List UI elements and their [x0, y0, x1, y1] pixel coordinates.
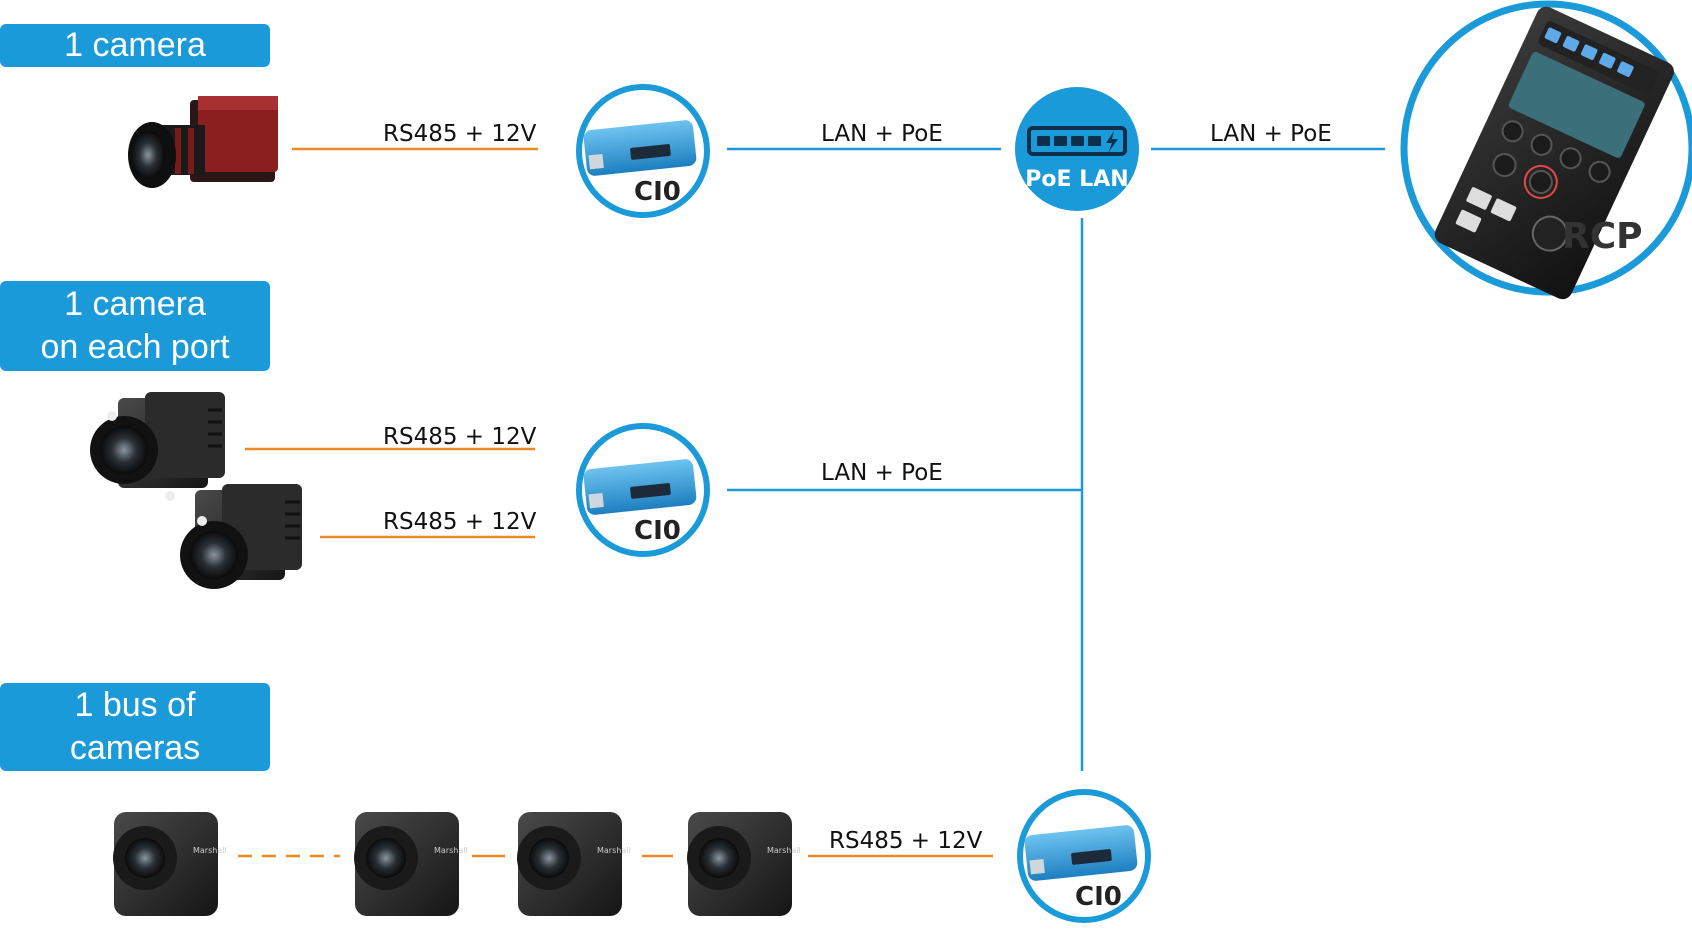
link-label-network: LAN + PoE [821, 460, 943, 486]
link-label-network: LAN + PoE [821, 121, 943, 147]
industrial-camera-red [128, 96, 278, 188]
switch-label: PoE LAN [1025, 167, 1128, 192]
industrial-camera-black [180, 484, 302, 589]
section-label-text: 1 camera [64, 26, 206, 64]
section-label-bus: 1 bus of cameras [0, 683, 270, 771]
industrial-camera-black [90, 392, 225, 501]
section-label-text: 1 camera [64, 285, 206, 323]
cio-label: CI0 [634, 177, 681, 207]
section-label-text: cameras [69, 729, 201, 767]
marshall-camera: Marshall [354, 812, 468, 916]
link-label-network: LAN + PoE [1210, 121, 1332, 147]
lightning-icon [1106, 131, 1118, 153]
cio-device-2: CI0 [576, 423, 710, 557]
section-label-text: on each port [40, 328, 230, 366]
section-label-text: 1 bus of [74, 686, 196, 724]
marshall-camera: Marshall [113, 812, 227, 916]
rcp-label: RCP [1562, 216, 1643, 257]
link-label-serial: RS485 + 12V [829, 828, 983, 854]
section-label-each-port: 1 camera on each port [0, 281, 270, 371]
marshall-camera: Marshall [517, 812, 631, 916]
port-icon [1037, 136, 1101, 146]
section-label-one-camera: 1 camera [0, 24, 270, 67]
camera-brand-label: Marshall [767, 846, 801, 855]
cio-label: CI0 [634, 516, 681, 546]
cio-label: CI0 [1075, 882, 1122, 912]
cio-device-3: CI0 [1017, 789, 1151, 923]
rcp-device: RCP [1400, 0, 1692, 300]
camera-brand-label: Marshall [434, 846, 468, 855]
camera-brand-label: Marshall [597, 846, 631, 855]
link-label-serial: RS485 + 12V [383, 121, 537, 147]
camera-brand-label: Marshall [193, 846, 227, 855]
marshall-camera: Marshall [687, 812, 801, 916]
link-label-serial: RS485 + 12V [383, 424, 537, 450]
cio-device-1: CI0 [576, 84, 710, 218]
link-label-serial: RS485 + 12V [383, 509, 537, 535]
poe-lan-switch: PoE LAN [1015, 87, 1139, 211]
